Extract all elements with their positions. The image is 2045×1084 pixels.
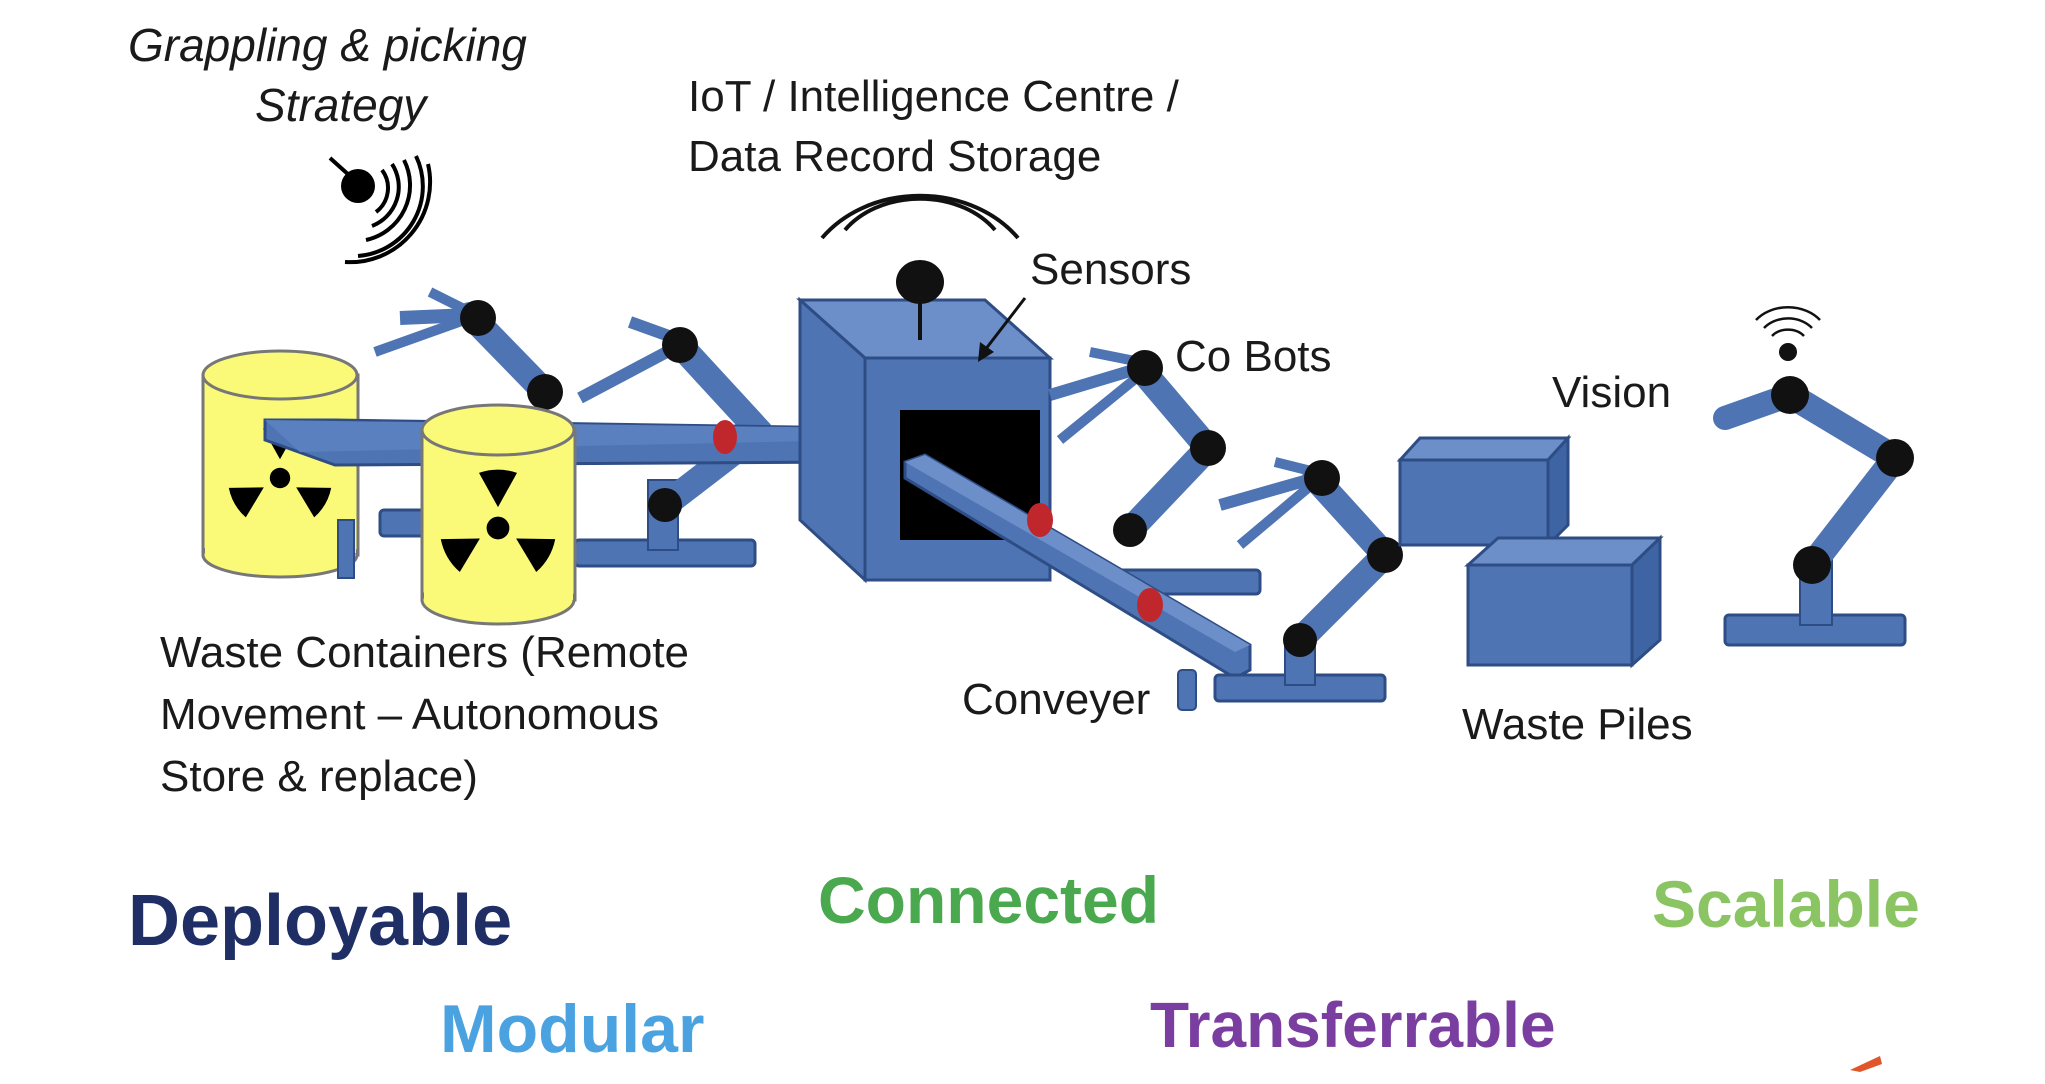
- corner-mark: [1850, 1056, 1882, 1072]
- waste-containers-line1: Waste Containers (Remote: [160, 628, 690, 677]
- waste-barrel-2: [420, 403, 577, 626]
- broadcast-icon: [328, 155, 433, 265]
- waste-piles-label: Waste Piles: [1462, 700, 1693, 749]
- strategy-label-line1: Grappling & picking: [128, 19, 527, 71]
- waste-barrel-1: [201, 349, 360, 579]
- iot-label-line1: IoT / Intelligence Centre /: [688, 72, 1179, 121]
- sensors-pointer: [978, 297, 1027, 362]
- wifi-icon: [820, 193, 1020, 340]
- wifi-icon: [1755, 306, 1821, 361]
- vision-label: Vision: [1552, 368, 1672, 417]
- waste-containers-line3: Store & replace): [160, 752, 478, 801]
- intelligence-centre-box: [796, 296, 1054, 584]
- keyword-modular: Modular: [440, 991, 705, 1067]
- waste-containers-line2: Movement – Autonomous: [160, 690, 659, 739]
- lower-conveyor: [903, 453, 1252, 711]
- waste-item: [1137, 588, 1163, 622]
- robot-arm-icon: [1048, 347, 1262, 596]
- robot-arm-icon: [1713, 376, 1914, 647]
- conveyer-label: Conveyer: [962, 675, 1151, 724]
- keyword-scalable: Scalable: [1652, 867, 1920, 941]
- cobots-label: Co Bots: [1175, 332, 1332, 381]
- keyword-deployable: Deployable: [128, 881, 513, 961]
- waste-pile-back: [1396, 434, 1572, 549]
- waste-item: [713, 420, 737, 454]
- iot-label-line2: Data Record Storage: [688, 132, 1102, 181]
- strategy-label-line2: Strategy: [255, 79, 427, 131]
- keyword-transferrable: Transferrable: [1150, 989, 1556, 1061]
- robot-arm-icon: [1213, 457, 1403, 703]
- sensors-label: Sensors: [1030, 245, 1192, 294]
- waste-item: [1027, 503, 1053, 537]
- waste-pile-front: [1464, 534, 1664, 669]
- keyword-connected: Connected: [818, 863, 1160, 937]
